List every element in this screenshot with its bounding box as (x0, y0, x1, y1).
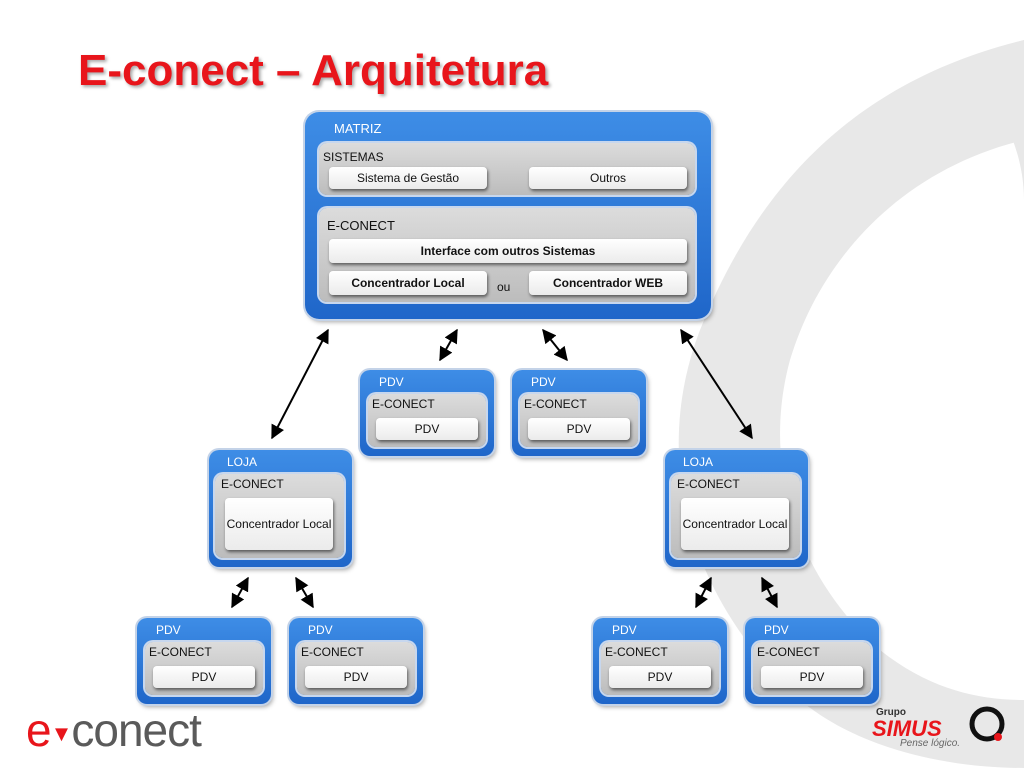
matriz-label: MATRIZ (334, 121, 382, 136)
simus-logo-ring-icon (969, 706, 1005, 742)
concentrador-local-item: Concentrador Local (681, 498, 789, 550)
ou-label: ou (497, 280, 511, 294)
econect-logo-e: e (26, 704, 52, 756)
pdv-bottom-1: PDV E-CONECT PDV (137, 618, 271, 704)
pdv-label: PDV (156, 623, 181, 637)
econect-label: E-CONECT (757, 645, 820, 659)
pdv-top-1: PDV E-CONECT PDV (360, 370, 494, 456)
interface-button: Interface com outros Sistemas (329, 239, 687, 263)
loja-label: LOJA (227, 455, 258, 469)
pdv-label: PDV (531, 375, 556, 389)
pdv-item: PDV (376, 418, 478, 440)
pdv-item: PDV (761, 666, 863, 688)
sistemas-label: SISTEMAS (323, 150, 384, 164)
pdv-item: PDV (528, 418, 630, 440)
simus-grupo-label: Grupo (876, 707, 906, 718)
econect-panel: E-CONECT PDV (145, 642, 263, 695)
econect-label: E-CONECT (524, 397, 587, 411)
sistema-gestao-button: Sistema de Gestão (329, 167, 487, 189)
arrow-matriz-pdv-top-1 (439, 328, 458, 362)
econect-logo: e▼conect (26, 703, 202, 757)
econect-label: E-CONECT (301, 645, 364, 659)
arrow-matriz-pdv-top-2 (542, 328, 568, 362)
pdv-item: PDV (305, 666, 407, 688)
arrow-loja-left-pdv-2 (295, 576, 314, 609)
pdv-item: PDV (609, 666, 711, 688)
arrow-matriz-loja-left (271, 328, 329, 440)
loja-right: LOJA E-CONECT Concentrador Local (665, 450, 808, 567)
pdv-bottom-3: PDV E-CONECT PDV (593, 618, 727, 704)
econect-logo-conect: conect (71, 704, 202, 756)
loja-left: LOJA E-CONECT Concentrador Local (209, 450, 352, 567)
econect-panel: E-CONECT Concentrador Local (671, 474, 800, 558)
outros-button: Outros (529, 167, 687, 189)
pdv-label: PDV (612, 623, 637, 637)
loja-label: LOJA (683, 455, 714, 469)
econect-label: E-CONECT (221, 477, 284, 491)
pdv-item: PDV (153, 666, 255, 688)
pdv-bottom-4: PDV E-CONECT PDV (745, 618, 879, 704)
concentrador-local-item: Concentrador Local (225, 498, 333, 550)
econect-panel: E-CONECT PDV (753, 642, 871, 695)
econect-panel: E-CONECT PDV (297, 642, 415, 695)
econect-panel: E-CONECT PDV (520, 394, 638, 447)
econect-panel: E-CONECT PDV (368, 394, 486, 447)
pdv-bottom-2: PDV E-CONECT PDV (289, 618, 423, 704)
pdv-top-2: PDV E-CONECT PDV (512, 370, 646, 456)
pdv-label: PDV (764, 623, 789, 637)
arrow-loja-right-pdv-3 (695, 576, 712, 609)
econect-label: E-CONECT (327, 218, 395, 233)
concentrador-web-button: Concentrador WEB (529, 271, 687, 295)
arrow-loja-left-pdv-1 (231, 576, 249, 609)
pdv-label: PDV (308, 623, 333, 637)
simus-tagline: Pense lógico. (900, 738, 961, 749)
arrow-loja-right-pdv-4 (761, 576, 778, 609)
sistemas-panel: SISTEMAS Sistema de Gestão Outros (319, 143, 695, 195)
econect-label: E-CONECT (605, 645, 668, 659)
econect-panel: E-CONECT Interface com outros Sistemas C… (319, 208, 695, 302)
econect-label: E-CONECT (372, 397, 435, 411)
slide-title: E-conect – Arquitetura (78, 46, 549, 95)
pdv-label: PDV (379, 375, 404, 389)
econect-panel: E-CONECT Concentrador Local (215, 474, 344, 558)
arrow-matriz-loja-right (680, 328, 753, 440)
simus-logo-name: SIMUS (872, 716, 942, 741)
econect-label: E-CONECT (677, 477, 740, 491)
matriz-box: MATRIZ SISTEMAS Sistema de Gestão Outros… (305, 112, 711, 319)
concentrador-local-button: Concentrador Local (329, 271, 487, 295)
econect-label: E-CONECT (149, 645, 212, 659)
econect-panel: E-CONECT PDV (601, 642, 719, 695)
econect-logo-triangle-icon: ▼ (50, 720, 73, 746)
